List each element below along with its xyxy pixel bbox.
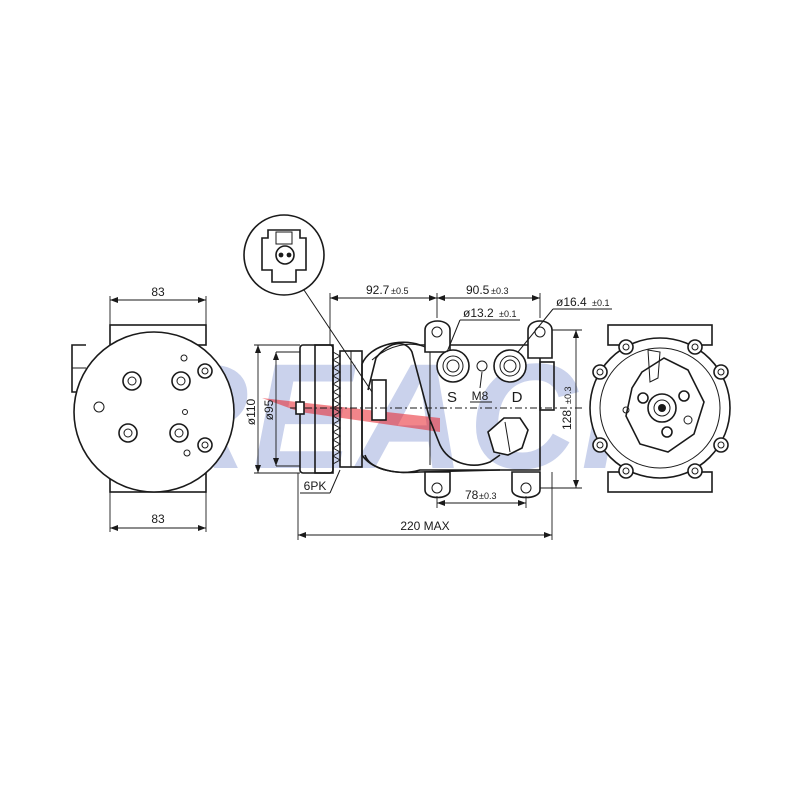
side-view: S M8 D ø110 ø95 6PK 92.7 ±0.5 (244, 283, 612, 540)
front-view (589, 324, 731, 493)
dim-95-label: ø95 (262, 399, 276, 420)
rear-small-hole-bottom (183, 449, 191, 457)
dim-128-tol: ±0.3 (563, 387, 573, 404)
rear-bolt-left-bottom (118, 423, 138, 443)
discharge-port (493, 349, 527, 383)
dim-110-label: ø110 (244, 398, 258, 425)
connector-pin-housing (275, 245, 295, 265)
electrical-connector (487, 417, 529, 456)
clutch-plate (625, 357, 705, 453)
rear-small-hole (93, 401, 105, 413)
dim-16-4-tol: ±0.1 (592, 298, 609, 308)
rear-edge-bolt-bottom (197, 437, 213, 453)
mount-lug-bottom-right (511, 471, 541, 499)
dim-90-5-tol: ±0.3 (491, 286, 508, 296)
suction-port-label: S (447, 389, 457, 406)
rear-flange (539, 361, 555, 411)
dim-16-4-label: ø16.4 (556, 295, 587, 309)
wire-harness (367, 342, 501, 466)
suction-port (436, 349, 470, 383)
pulley-hub (314, 344, 334, 474)
connector-plug-outline (261, 229, 307, 283)
dim-13-2-tol: ±0.1 (499, 309, 516, 319)
m8-thread-hole (476, 360, 488, 372)
dim-78-tol: ±0.3 (479, 491, 496, 501)
thread-label: M8 (472, 389, 489, 403)
pressure-switch (371, 379, 387, 421)
rear-edge-bolt-top (197, 363, 213, 379)
belt-type-label: 6PK (304, 479, 327, 493)
rear-body-outline (73, 331, 235, 493)
dim-220-label: 220 MAX (400, 519, 449, 533)
leader-13-2 (446, 319, 461, 353)
front-bolt-ring (592, 339, 729, 479)
dim-13-2-label: ø13.2 (463, 306, 494, 320)
mount-lug-top-right (527, 320, 553, 359)
dim-92-7-tol: ±0.5 (391, 286, 408, 296)
dim-128-label: 128 (560, 410, 574, 430)
dim-90-5-label: 90.5 (466, 283, 490, 297)
connector-callout (243, 214, 373, 393)
discharge-port-label: D (512, 389, 523, 406)
dim-83-bottom-label: 83 (151, 512, 165, 526)
rear-bolt-right-top (171, 371, 191, 391)
rear-bolt-right-bottom (169, 423, 189, 443)
mount-lug-top-left (424, 320, 451, 353)
rear-view: 83 83 (71, 285, 235, 532)
leader-16-4 (517, 308, 554, 353)
pulley-grooves (331, 351, 342, 465)
dim-92-7-label: 92.7 (366, 283, 390, 297)
dim-83-top-label: 83 (151, 285, 165, 299)
rear-bolt-top (122, 371, 142, 391)
connector-leader-line (303, 289, 373, 393)
mount-lug-bottom-left (424, 471, 451, 499)
dim-78-label: 78 (465, 488, 479, 502)
rear-small-hole-top (180, 354, 188, 362)
